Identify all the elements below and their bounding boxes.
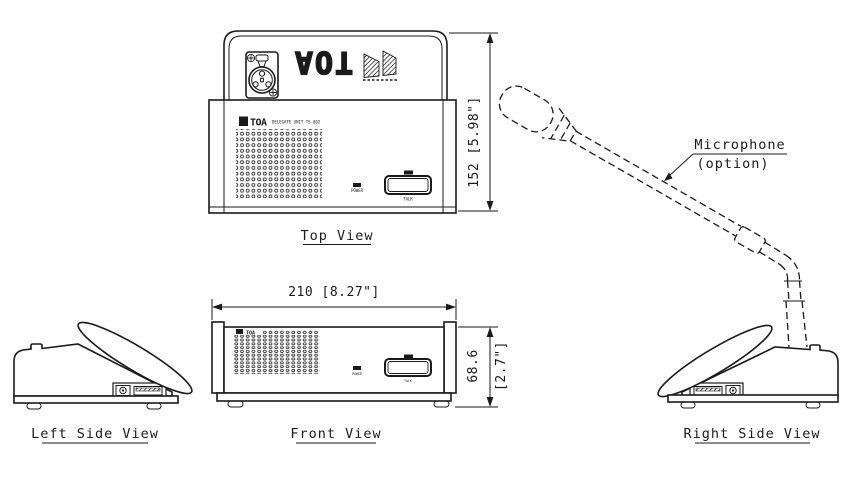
power-label: POWER bbox=[351, 188, 364, 193]
microphone-option-note: (option) bbox=[696, 156, 769, 172]
front-speaker-grille bbox=[234, 335, 320, 374]
dimension-depth-text: 152 [5.98"] bbox=[467, 96, 482, 188]
microphone-label: Microphone bbox=[694, 137, 785, 153]
front-power-indicator: POWER bbox=[352, 366, 362, 376]
front-view-foot bbox=[433, 400, 450, 408]
front-talk-button: TALK bbox=[384, 354, 432, 383]
left-view-foot bbox=[26, 402, 42, 410]
top-view: TOA T TOA DELEGATE UNIT TS-802 POWER bbox=[208, 30, 498, 245]
front-view-label: Front View bbox=[290, 426, 381, 442]
top-view-lid-outline bbox=[223, 30, 448, 102]
toa-emblem-icon bbox=[363, 50, 397, 78]
screw-icon bbox=[246, 53, 256, 63]
top-view-label: Top View bbox=[300, 228, 373, 244]
left-view-foot bbox=[146, 402, 162, 410]
talk-button: TALK bbox=[384, 170, 432, 202]
left-view-lid-edge bbox=[77, 321, 193, 395]
model-text: DELEGATE UNIT TS-802 bbox=[272, 120, 321, 125]
front-view-left-cap bbox=[211, 321, 225, 394]
dimension-height-inch-text: [2.7"] bbox=[494, 341, 509, 391]
dimension-depth: 152 [5.98"] bbox=[449, 32, 498, 212]
front-view-foot bbox=[227, 400, 244, 408]
right-side-view: Right Side View bbox=[657, 324, 839, 444]
top-view-lid-inner-line bbox=[228, 35, 443, 102]
front-brand-text: TOA bbox=[246, 331, 255, 337]
brand-mark: T bbox=[241, 117, 246, 126]
left-side-view: Left Side View bbox=[13, 321, 193, 444]
front-panel-print: TOA bbox=[236, 329, 318, 337]
dimension-width-text: 210 [8.27"] bbox=[288, 285, 380, 300]
front-view-base bbox=[216, 392, 452, 402]
left-view-connector-panel bbox=[112, 382, 167, 398]
lid-brand-text: TOA bbox=[293, 44, 353, 79]
front-talk-label: TALK bbox=[404, 379, 412, 383]
right-view-foot bbox=[680, 401, 696, 409]
right-view-lid-edge bbox=[657, 324, 773, 398]
talk-led bbox=[404, 170, 413, 175]
right-view-connector-panel bbox=[689, 382, 744, 398]
panel-brand-logo: T TOA bbox=[239, 116, 268, 129]
right-view-foot bbox=[805, 401, 821, 409]
dimension-width: 210 [8.27"] bbox=[211, 285, 457, 320]
power-indicator: POWER bbox=[351, 183, 364, 193]
left-view-base bbox=[13, 395, 179, 404]
left-view-label: Left Side View bbox=[31, 426, 159, 442]
microphone-callout: Microphone (option) bbox=[664, 137, 787, 181]
front-power-label: POWER bbox=[352, 372, 362, 376]
xlr-connector-icon bbox=[245, 51, 279, 99]
right-view-base bbox=[667, 394, 839, 403]
microphone-gooseneck: Microphone (option) bbox=[498, 85, 808, 348]
power-led bbox=[353, 183, 361, 187]
dimension-height: 68.6 [2.7"] bbox=[455, 326, 509, 408]
right-view-label: Right Side View bbox=[684, 426, 821, 442]
screw-icon bbox=[268, 88, 278, 97]
brand-text: TOA bbox=[250, 118, 267, 129]
front-view: 210 [8.27"] TOA POWER TALK bbox=[211, 285, 509, 444]
dimension-height-mm-text: 68.6 bbox=[466, 349, 481, 382]
speaker-grille bbox=[236, 129, 322, 198]
front-view-right-cap bbox=[443, 321, 457, 394]
leader-arrow-icon bbox=[664, 172, 673, 181]
talk-label: TALK bbox=[403, 197, 413, 202]
leader-line bbox=[667, 153, 694, 178]
